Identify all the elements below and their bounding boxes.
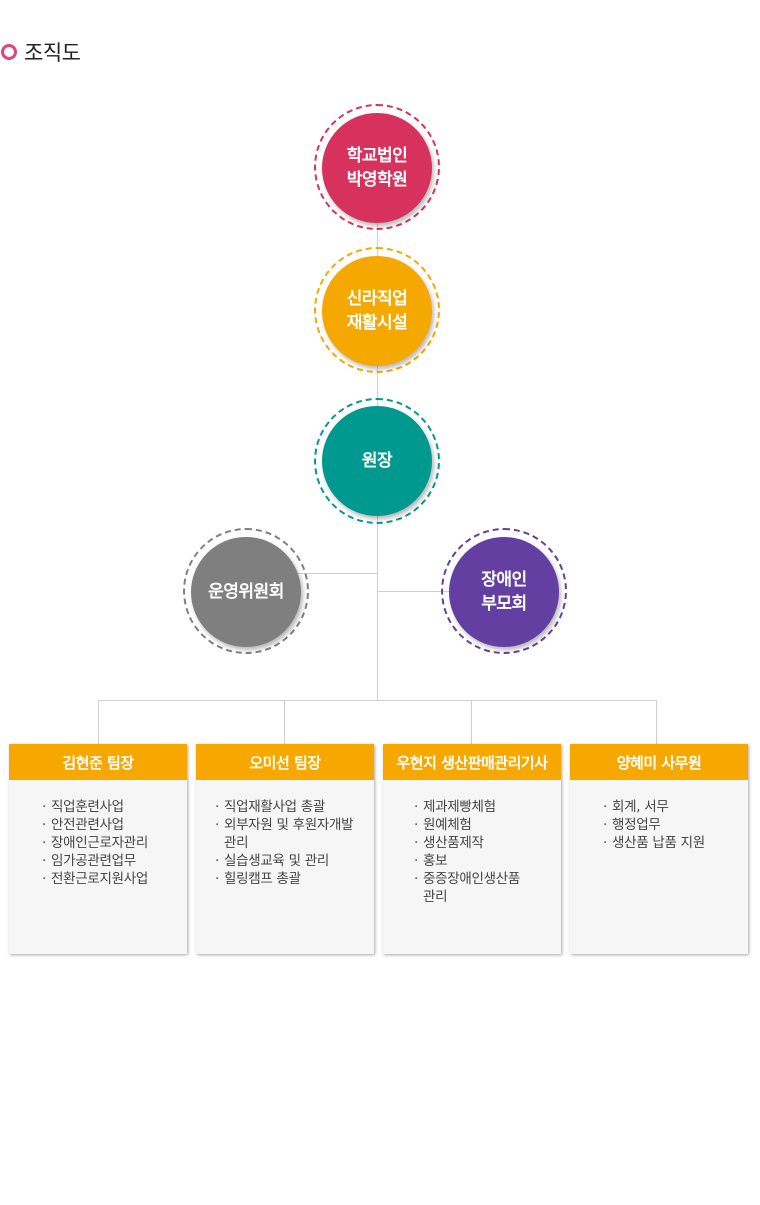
team-duty-item: 전환근로지원사업	[39, 870, 175, 888]
team-card-2: 오미선 팀장 직업재활사업 총괄 외부자원 및 후원자개발관리 실습생교육 및 …	[196, 744, 374, 954]
facility-ring	[314, 247, 440, 373]
team-duty-item: 제과제빵체험	[411, 798, 531, 816]
node-root: 학교법인 박영학원	[322, 113, 432, 223]
node-facility-label: 신라직업 재활시설	[346, 289, 408, 333]
page-title: 조직도	[24, 41, 81, 65]
connector-team-3	[471, 700, 472, 744]
team-duty-item: 실습생교육 및 관리	[212, 852, 362, 870]
connector-team-1	[98, 700, 99, 744]
connector-team-4	[656, 700, 657, 744]
node-facility: 신라직업 재활시설	[322, 256, 432, 366]
team-duty-item: 직업훈련사업	[39, 798, 175, 816]
node-director-label: 원장	[361, 451, 393, 471]
node-parents: 장애인 부모회	[449, 537, 559, 647]
team-duty-list: 직업재활사업 총괄 외부자원 및 후원자개발관리 실습생교육 및 관리 힐링캠프…	[196, 780, 374, 888]
node-parents-label: 장애인 부모회	[481, 570, 527, 614]
team-duty-item: 생산품제작	[411, 834, 531, 852]
team-duty-item: 회계, 서무	[600, 798, 736, 816]
connector-teams-horizontal	[98, 700, 657, 701]
committee-ring	[183, 528, 309, 654]
team-card-head: 오미선 팀장	[196, 744, 374, 780]
team-duty-item: 장애인근로자관리	[39, 834, 175, 852]
team-card-head: 김현준 팀장	[9, 744, 187, 780]
team-duty-item: 안전관련사업	[39, 816, 175, 834]
node-root-label: 학교법인 박영학원	[346, 146, 408, 190]
director-ring	[314, 398, 440, 524]
team-card-head: 우현지 생산판매관리기사	[383, 744, 561, 780]
parents-ring	[441, 528, 567, 654]
team-duty-item: 직업재활사업 총괄	[212, 798, 362, 816]
team-card-head: 양혜미 사무원	[570, 744, 748, 780]
team-duty-item: 힐링캠프 총괄	[212, 870, 362, 888]
root-ring	[314, 104, 440, 230]
node-committee: 운영위원회	[191, 537, 301, 647]
team-card-3: 우현지 생산판매관리기사 제과제빵체험 원예체험 생산품제작 홍보 중증장애인생…	[383, 744, 561, 954]
team-duty-list: 제과제빵체험 원예체험 생산품제작 홍보 중증장애인생산품관리	[383, 780, 561, 906]
connector-parents	[377, 591, 504, 592]
page-header: 조직도	[0, 38, 81, 66]
team-duty-item: 원예체험	[411, 816, 531, 834]
team-duty-item: 외부자원 및 후원자개발관리	[212, 816, 362, 852]
team-duty-item: 임가공관련업무	[39, 852, 175, 870]
team-duty-item: 홍보	[411, 852, 531, 870]
connector-committee	[246, 573, 377, 574]
ring-bullet-icon	[1, 44, 17, 60]
node-director: 원장	[322, 406, 432, 516]
node-committee-label: 운영위원회	[208, 582, 284, 602]
connector-team-2	[284, 700, 285, 744]
team-duty-item: 생산품 납품 지원	[600, 834, 736, 852]
team-duty-item: 중증장애인생산품관리	[411, 870, 531, 906]
team-duty-item: 행정업무	[600, 816, 736, 834]
team-card-1: 김현준 팀장 직업훈련사업 안전관련사업 장애인근로자관리 임가공관련업무 전환…	[9, 744, 187, 954]
team-duty-list: 회계, 서무 행정업무 생산품 납품 지원	[570, 780, 748, 852]
team-card-4: 양혜미 사무원 회계, 서무 행정업무 생산품 납품 지원	[570, 744, 748, 954]
team-duty-list: 직업훈련사업 안전관련사업 장애인근로자관리 임가공관련업무 전환근로지원사업	[9, 780, 187, 888]
